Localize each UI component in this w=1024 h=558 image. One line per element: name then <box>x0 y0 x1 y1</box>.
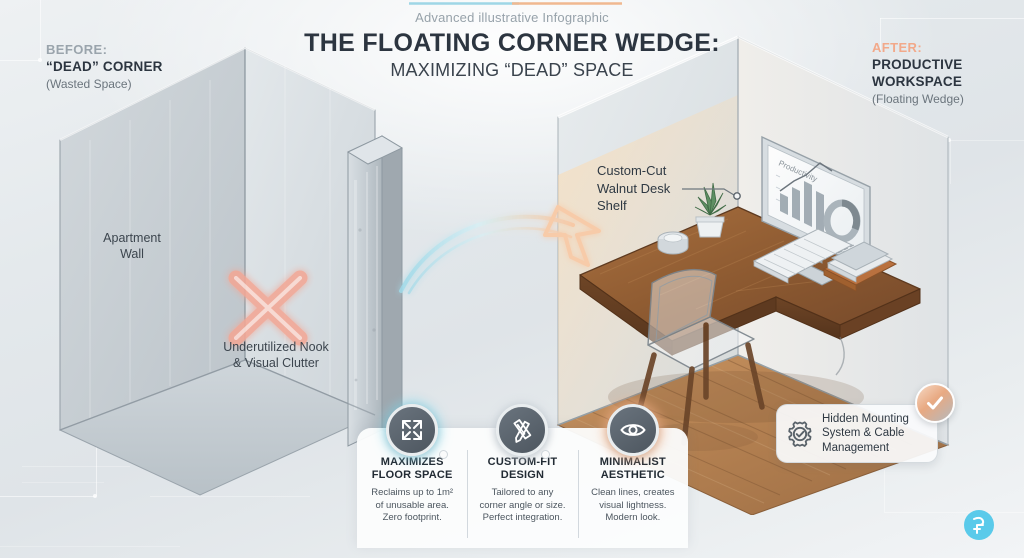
header: Advanced illustrative Infographic THE FL… <box>0 10 1024 81</box>
feature-card-0[interactable]: MAXIMIZES FLOOR SPACE Reclaims up to 1m²… <box>357 404 467 548</box>
feature-card-2[interactable]: MINIMALIST AESTHETIC Clean lines, create… <box>577 404 688 548</box>
before-label-block: BEFORE: “DEAD” CORNER (Wasted Space) <box>46 42 163 92</box>
x-mark-icon <box>228 270 308 346</box>
feature-card-strip: MAXIMIZES FLOOR SPACE Reclaims up to 1m²… <box>357 404 688 548</box>
feature-title-0: MAXIMIZES FLOOR SPACE <box>371 456 453 482</box>
page-subtitle: MAXIMIZING “DEAD” SPACE <box>390 60 634 80</box>
page-title: THE FLOATING CORNER WEDGE: <box>304 29 720 57</box>
desk-shelf-callout: Custom-Cut Walnut Desk Shelf <box>597 162 741 215</box>
eye-icon <box>606 404 659 456</box>
kicker-text: Advanced illustrative Infographic <box>415 10 609 25</box>
gear-check-icon <box>788 421 812 447</box>
transformation-arrow-icon <box>399 205 601 295</box>
before-subtitle: (Wasted Space) <box>46 76 132 91</box>
feature-body-0: Reclaims up to 1m² of unusable area. Zer… <box>371 486 454 524</box>
before-tag: BEFORE: <box>46 42 108 57</box>
ruler-pencil-icon <box>496 404 549 456</box>
feature-card-1[interactable]: CUSTOM-FIT DESIGN Tailored to any corner… <box>467 404 577 548</box>
connector-node-left <box>439 450 448 459</box>
connector-node-right <box>541 450 550 459</box>
checkmark-glyph <box>927 396 943 410</box>
feature-body-2: Clean lines, creates visual lightness. M… <box>591 486 675 524</box>
after-label-block: AFTER: PRODUCTIVE WORKSPACE (Floating We… <box>872 40 964 107</box>
before-room-illustration <box>58 47 404 496</box>
callout-leader-line <box>682 188 741 200</box>
feature-connector-right <box>512 2 622 5</box>
before-title: “DEAD” CORNER <box>46 58 163 74</box>
feature-title-1: CUSTOM-FIT DESIGN <box>487 456 558 482</box>
feature-title-2: MINIMALIST AESTHETIC <box>599 456 666 482</box>
feature-body-1: Tailored to any corner angle or size. Pe… <box>479 486 566 524</box>
desk-shelf-callout-text: Custom-Cut Walnut Desk Shelf <box>597 163 671 214</box>
expand-arrows-icon <box>386 404 439 456</box>
hidden-mounting-callout[interactable]: Hidden Mounting System & Cable Managemen… <box>776 404 938 464</box>
check-circle-icon <box>915 383 955 423</box>
hidden-mounting-callout-text: Hidden Mounting System & Cable Managemen… <box>822 413 909 454</box>
after-workspace-illustration: Productivity <box>556 35 950 515</box>
logo-badge-icon <box>964 510 994 540</box>
apartment-wall-label: Apartment Wall <box>103 231 161 262</box>
feature-connector-left <box>409 2 519 5</box>
after-title: PRODUCTIVE WORKSPACE <box>872 56 963 89</box>
underutilized-nook-label: Underutilized Nook & Visual Clutter <box>223 340 329 371</box>
after-subtitle: (Floating Wedge) <box>872 91 964 106</box>
after-tag: AFTER: <box>872 40 923 55</box>
